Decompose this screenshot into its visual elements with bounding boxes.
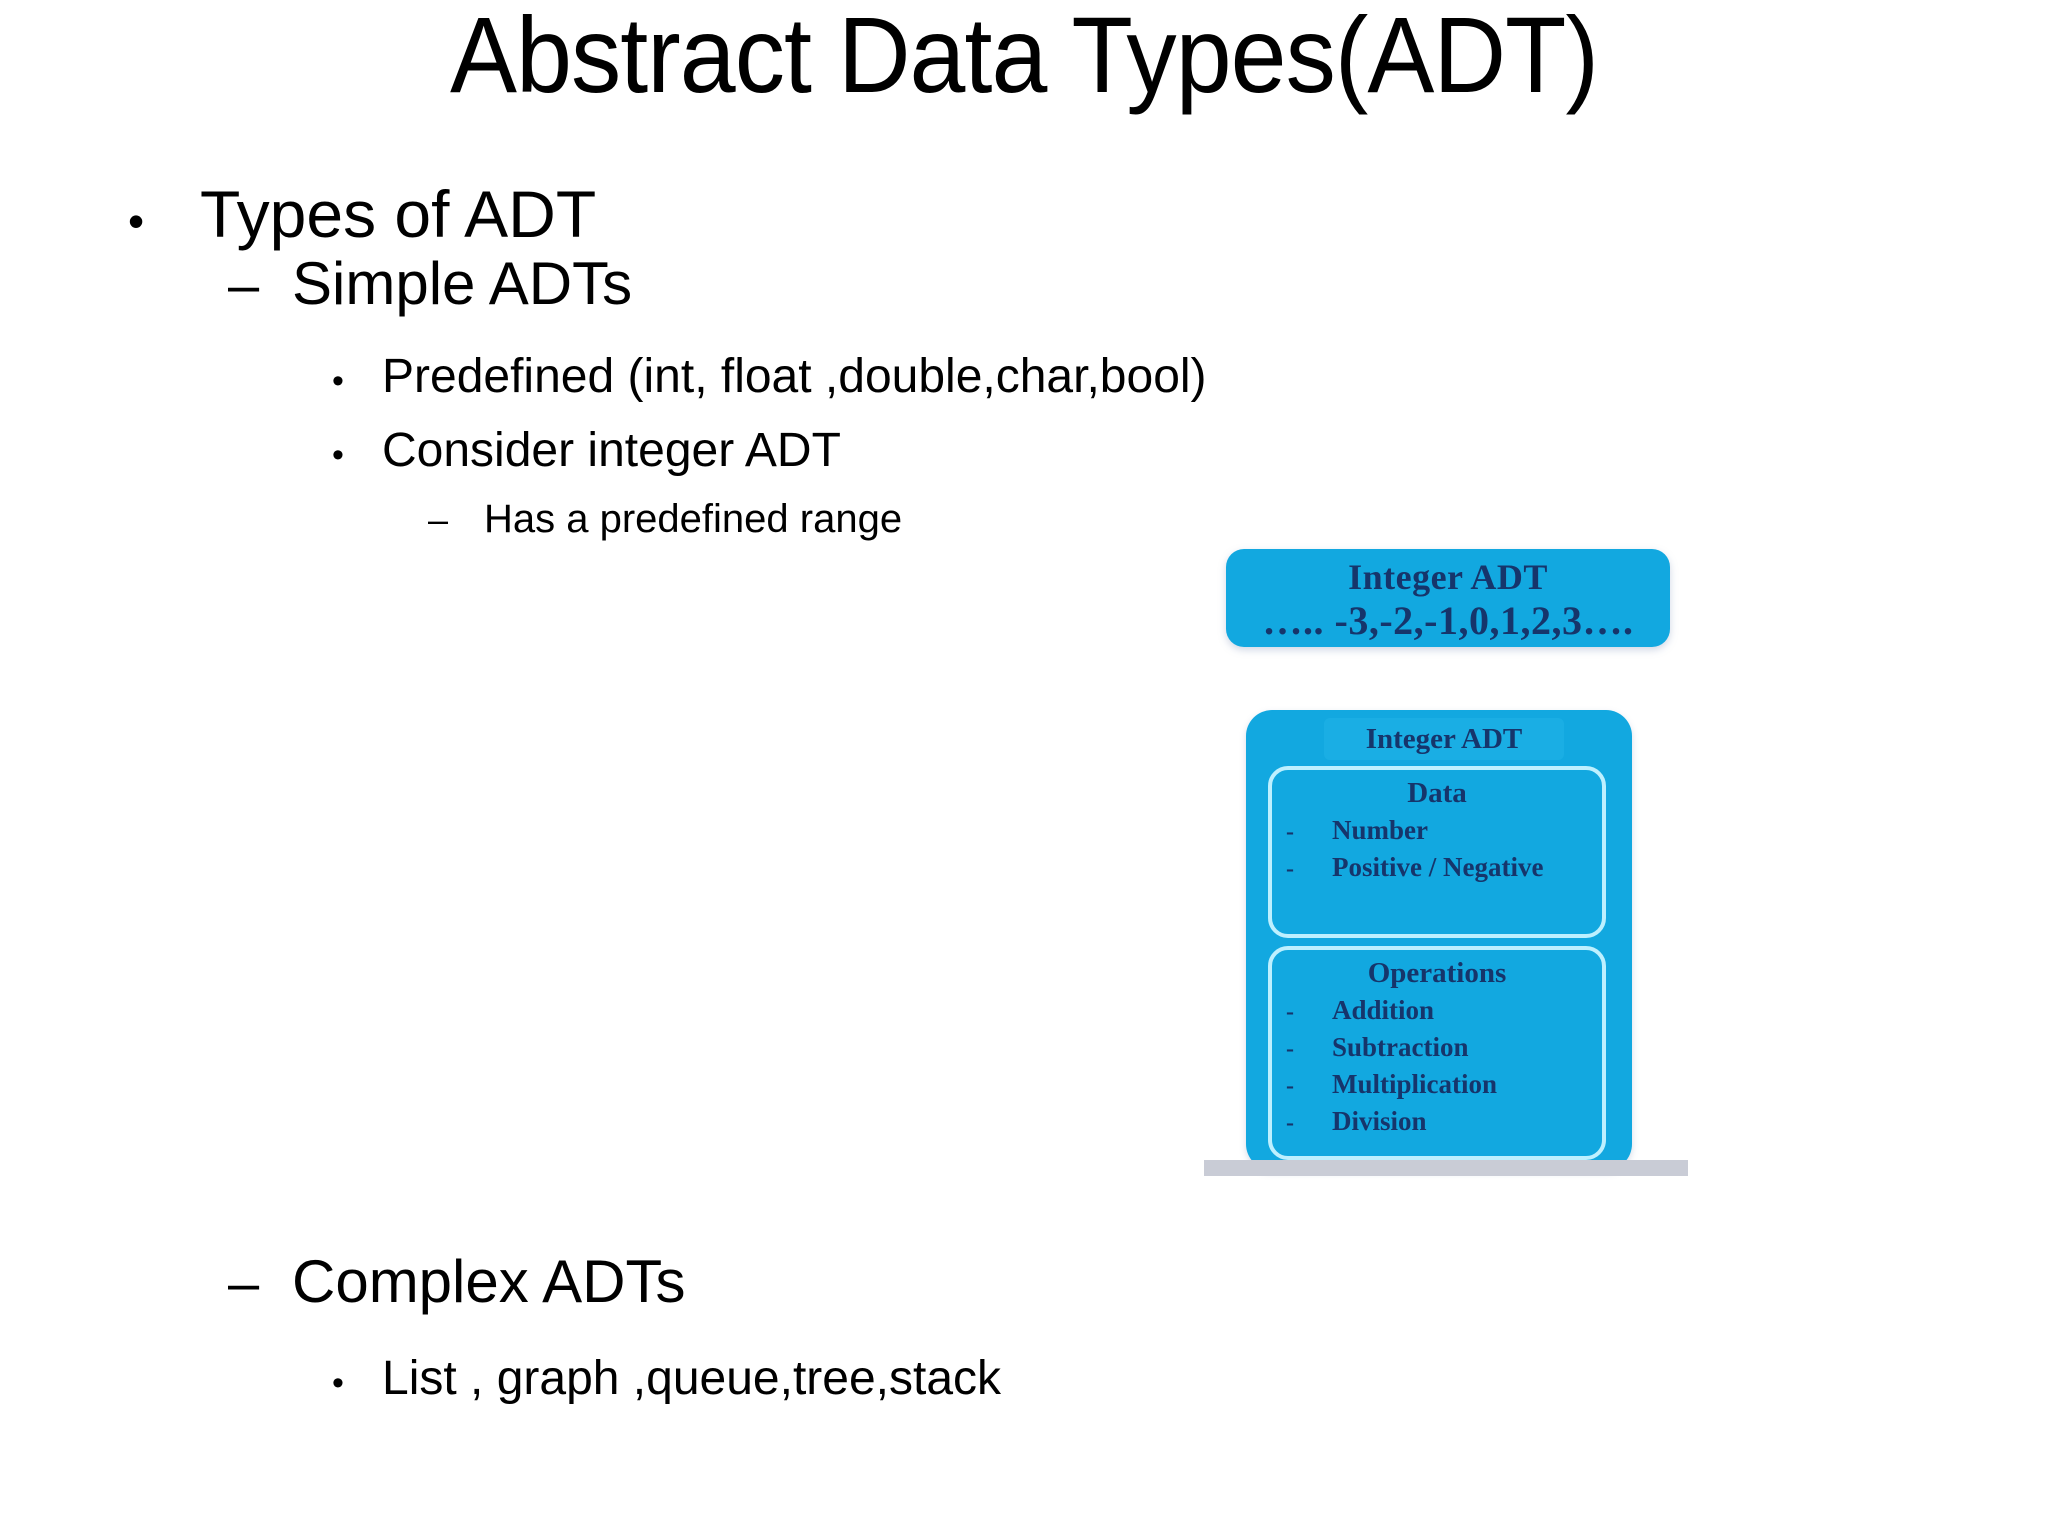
slide-title: Abstract Data Types(ADT) [450, 0, 1599, 115]
dash-icon: - [1286, 819, 1294, 845]
outline-text: Consider integer ADT [382, 424, 841, 477]
slide-body: • Types of ADT – Simple ADTs • Predefine… [0, 150, 1207, 1530]
outline-text: List , graph ,queue,tree,stack [382, 1352, 1002, 1405]
dash-icon: - [1286, 1036, 1294, 1062]
outline-item-types-of-adt: • Types of ADT [128, 175, 596, 260]
bullet-dot-icon: • [128, 195, 145, 247]
dash-icon: - [1286, 1110, 1294, 1136]
section-list-item: - Subtraction [1272, 1030, 1602, 1067]
section-list-item: - Multiplication [1272, 1067, 1602, 1104]
dash-icon: - [1286, 1073, 1294, 1099]
outline-text: Complex ADTs [292, 1248, 686, 1315]
section-list-item: - Addition [1272, 993, 1602, 1030]
figure-base-shadow [1204, 1160, 1688, 1176]
section-heading: Operations [1367, 957, 1507, 989]
outline-item-complex-adts: – Complex ADTs [228, 1246, 685, 1319]
range-box-title: Integer ADT [1348, 557, 1548, 597]
card-title: Integer ADT [1324, 718, 1564, 760]
bullet-dot-icon: • [332, 1364, 344, 1402]
section-heading: Data [1407, 777, 1467, 809]
dash-icon: – [428, 499, 449, 540]
section-item-label: Division [1332, 1106, 1427, 1136]
outline-item-simple-adts: – Simple ADTs [228, 248, 632, 321]
outline-item-has-predefined-range: – Has a predefined range [428, 495, 902, 544]
outline-text: Has a predefined range [484, 497, 903, 541]
integer-adt-diagram: Integer ADT ….. -3,-2,-1,0,1,2,3…. Integ… [1204, 540, 1688, 1190]
outline-item-predefined: • Predefined (int, float ,double,char,bo… [332, 348, 1207, 410]
dash-icon: - [1286, 999, 1294, 1025]
bullet-dot-icon: • [332, 362, 344, 400]
bullet-dot-icon: • [332, 436, 344, 474]
outline-item-consider-integer-adt: • Consider integer ADT [332, 422, 841, 484]
dash-icon: - [1286, 856, 1294, 882]
card-section-data: Data - Number - Positive / Negative [1268, 766, 1606, 938]
section-item-label: Multiplication [1332, 1069, 1498, 1099]
outline-text: Simple ADTs [292, 250, 633, 317]
outline-item-complex-examples: • List , graph ,queue,tree,stack [332, 1350, 1001, 1412]
section-item-label: Positive / Negative [1332, 852, 1544, 882]
section-item-label: Number [1332, 815, 1428, 845]
section-item-label: Subtraction [1332, 1032, 1469, 1062]
range-box-sequence: ….. -3,-2,-1,0,1,2,3…. [1262, 598, 1634, 643]
section-list-item: - Positive / Negative [1272, 850, 1602, 887]
integer-adt-range-box: Integer ADT ….. -3,-2,-1,0,1,2,3…. [1226, 549, 1670, 647]
dash-icon: – [228, 253, 260, 316]
integer-adt-card: Integer ADT Data - Number - Positive / N… [1246, 710, 1632, 1170]
section-item-label: Addition [1332, 995, 1435, 1025]
section-list-item: - Division [1272, 1104, 1602, 1141]
outline-text: Predefined (int, float ,double,char,bool… [382, 350, 1207, 403]
outline-text: Types of ADT [200, 177, 597, 251]
card-section-operations: Operations - Addition - Subtraction - Mu… [1268, 946, 1606, 1160]
dash-icon: – [228, 1251, 260, 1314]
section-list-item: - Number [1272, 813, 1602, 850]
